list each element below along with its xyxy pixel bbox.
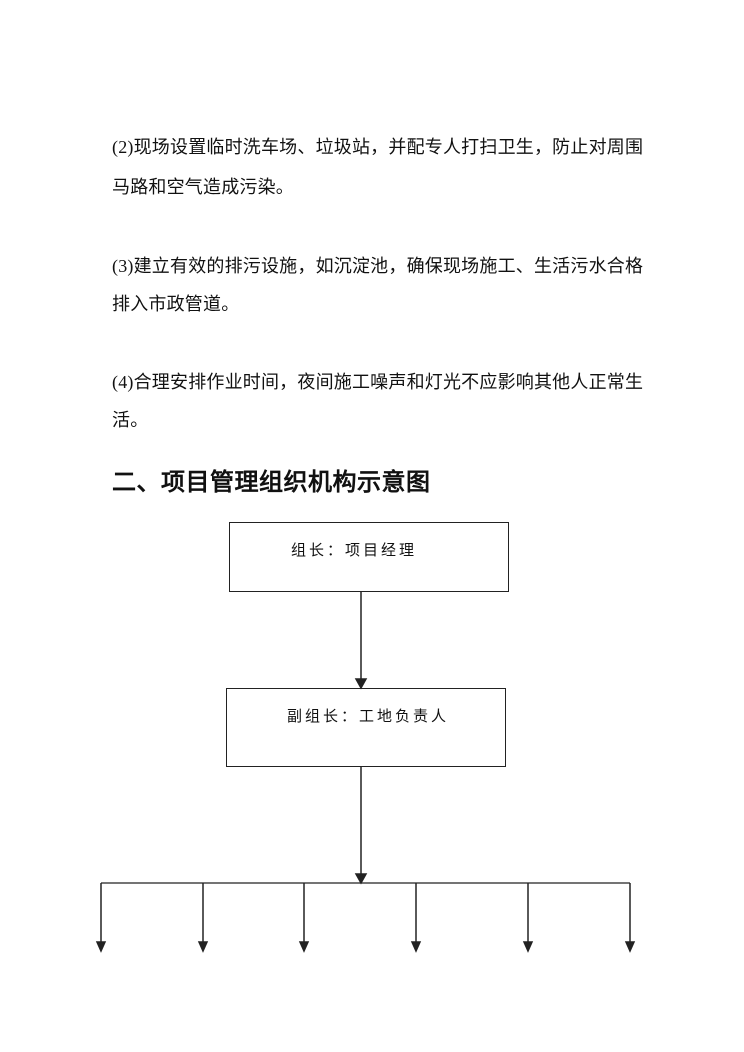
paragraph-3-line-1: (3)建立有效的排污设施，如沉淀池，确保现场施工、生活污水合格 — [112, 256, 644, 276]
branch-arrowhead-6 — [624, 941, 636, 953]
paragraph-4-line-2: 活。 — [112, 410, 149, 430]
leader-box: 组长：项目经理 — [229, 522, 509, 592]
paragraph-2-line-1: (2)现场设置临时洗车场、垃圾站，并配专人打扫卫生，防止对周围 — [112, 137, 644, 157]
branch-arrowhead-1 — [95, 941, 107, 953]
branch-arrowhead-3 — [298, 941, 310, 953]
leader-label: 组长：项目经理 — [291, 541, 418, 559]
arrowhead — [354, 678, 368, 690]
paragraph-3-line-2: 排入市政管道。 — [112, 294, 240, 314]
section-heading: 二、项目管理组织机构示意图 — [112, 468, 431, 496]
deputy-box: 副组长：工地负责人 — [226, 688, 506, 767]
paragraph-2-line-2: 马路和空气造成污染。 — [112, 177, 294, 197]
paragraph-4-line-1: (4)合理安排作业时间，夜间施工噪声和灯光不应影响其他人正常生 — [112, 372, 644, 392]
deputy-label: 副组长：工地负责人 — [287, 707, 450, 725]
arrowhead — [354, 873, 368, 885]
branch-arrowhead-2 — [197, 941, 209, 953]
branch-arrowhead-4 — [410, 941, 422, 953]
branch-arrowhead-5 — [522, 941, 534, 953]
